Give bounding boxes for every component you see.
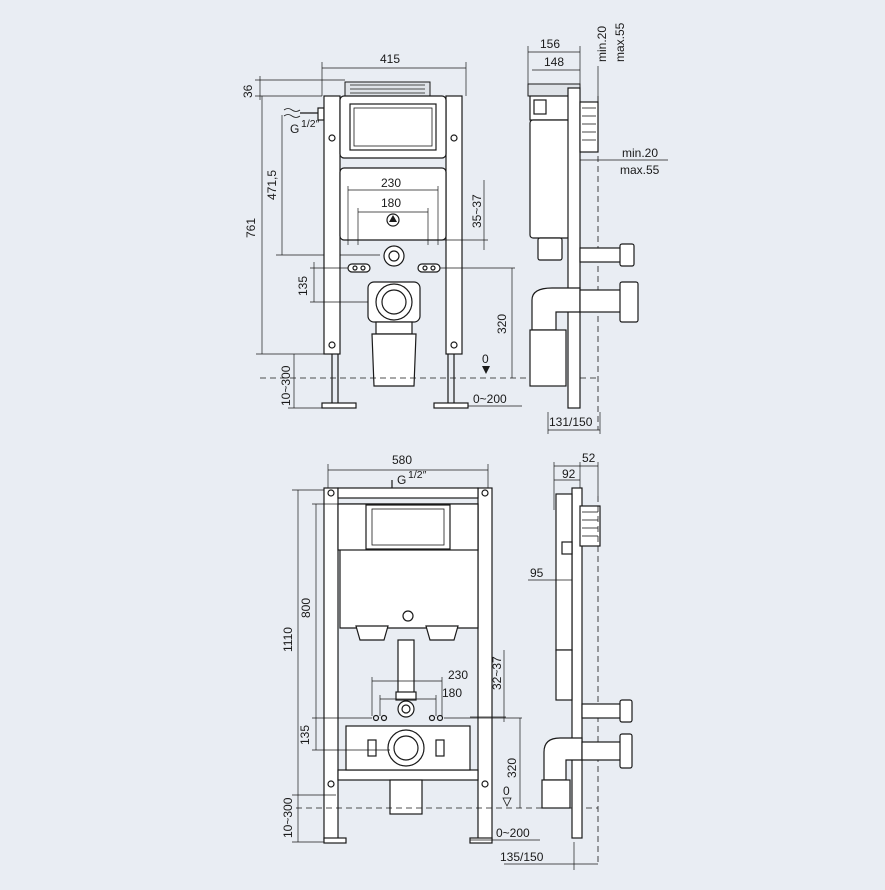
dim-frame-height-761: 761 bbox=[244, 218, 258, 238]
bottom-front-view: 580 G 1/2″ 230 180 3 bbox=[281, 453, 598, 844]
inlet-label: G bbox=[290, 122, 299, 136]
dim-inlet-height: 471,5 bbox=[265, 170, 279, 200]
dim-plate-depth: 35~37 bbox=[470, 194, 484, 228]
inlet-fraction-bottom: 1/2″ bbox=[408, 469, 427, 481]
dim-bolt-height-bottom: 135 bbox=[298, 725, 312, 745]
dim-plate-180: 180 bbox=[381, 196, 401, 210]
dim-foot-adjust-bottom: 10~300 bbox=[281, 797, 295, 838]
range-min-top: min.20 bbox=[595, 26, 609, 62]
range-min-side: min.20 bbox=[622, 146, 658, 160]
dim-base-depth-top: 131/150 bbox=[549, 415, 593, 429]
dim-outlet-height: 320 bbox=[495, 314, 509, 334]
dim-bolt-height: 135 bbox=[296, 276, 310, 296]
inlet-label-bottom: G bbox=[397, 473, 406, 487]
dim-depth-52: 52 bbox=[582, 451, 596, 465]
dim-width-415: 415 bbox=[380, 52, 400, 66]
dim-frame-height-1110: 1110 bbox=[281, 627, 295, 652]
top-front-view: 415 36 761 471,5 G 1/2″ bbox=[241, 52, 596, 409]
range-max-top: max.55 bbox=[613, 22, 627, 62]
dim-top-offset: 36 bbox=[241, 84, 255, 98]
dim-tank-height-800: 800 bbox=[299, 598, 313, 618]
inlet-fraction: 1/2″ bbox=[301, 118, 320, 130]
range-max-side: max.55 bbox=[620, 163, 660, 177]
dim-plate-230-bottom: 230 bbox=[448, 668, 468, 682]
dim-foot-adjust: 10~300 bbox=[279, 365, 293, 406]
floor-zero-bottom: 0 bbox=[503, 784, 510, 798]
dim-width-580: 580 bbox=[392, 453, 412, 467]
dim-floor-adjust-bottom: 0~200 bbox=[496, 826, 530, 840]
dim-plate-180-bottom: 180 bbox=[442, 686, 462, 700]
dim-depth-148: 148 bbox=[544, 55, 564, 69]
dim-plate-230: 230 bbox=[381, 176, 401, 190]
floor-zero: 0 bbox=[482, 352, 489, 366]
dim-depth-156: 156 bbox=[540, 37, 560, 51]
dim-tank-depth-95: 95 bbox=[530, 566, 544, 580]
dim-floor-adjust: 0~200 bbox=[473, 392, 507, 406]
dim-outlet-height-bottom: 320 bbox=[505, 758, 519, 778]
dim-base-depth-bottom: 135/150 bbox=[500, 850, 544, 864]
bottom-side-view: 92 52 95 135/150 bbox=[500, 451, 633, 870]
dim-plate-depth-bottom: 32~37 bbox=[490, 656, 504, 690]
top-side-view: 156 148 min.20 max.55 min.20 max.55 131/… bbox=[527, 22, 668, 434]
dim-depth-92: 92 bbox=[562, 467, 576, 481]
